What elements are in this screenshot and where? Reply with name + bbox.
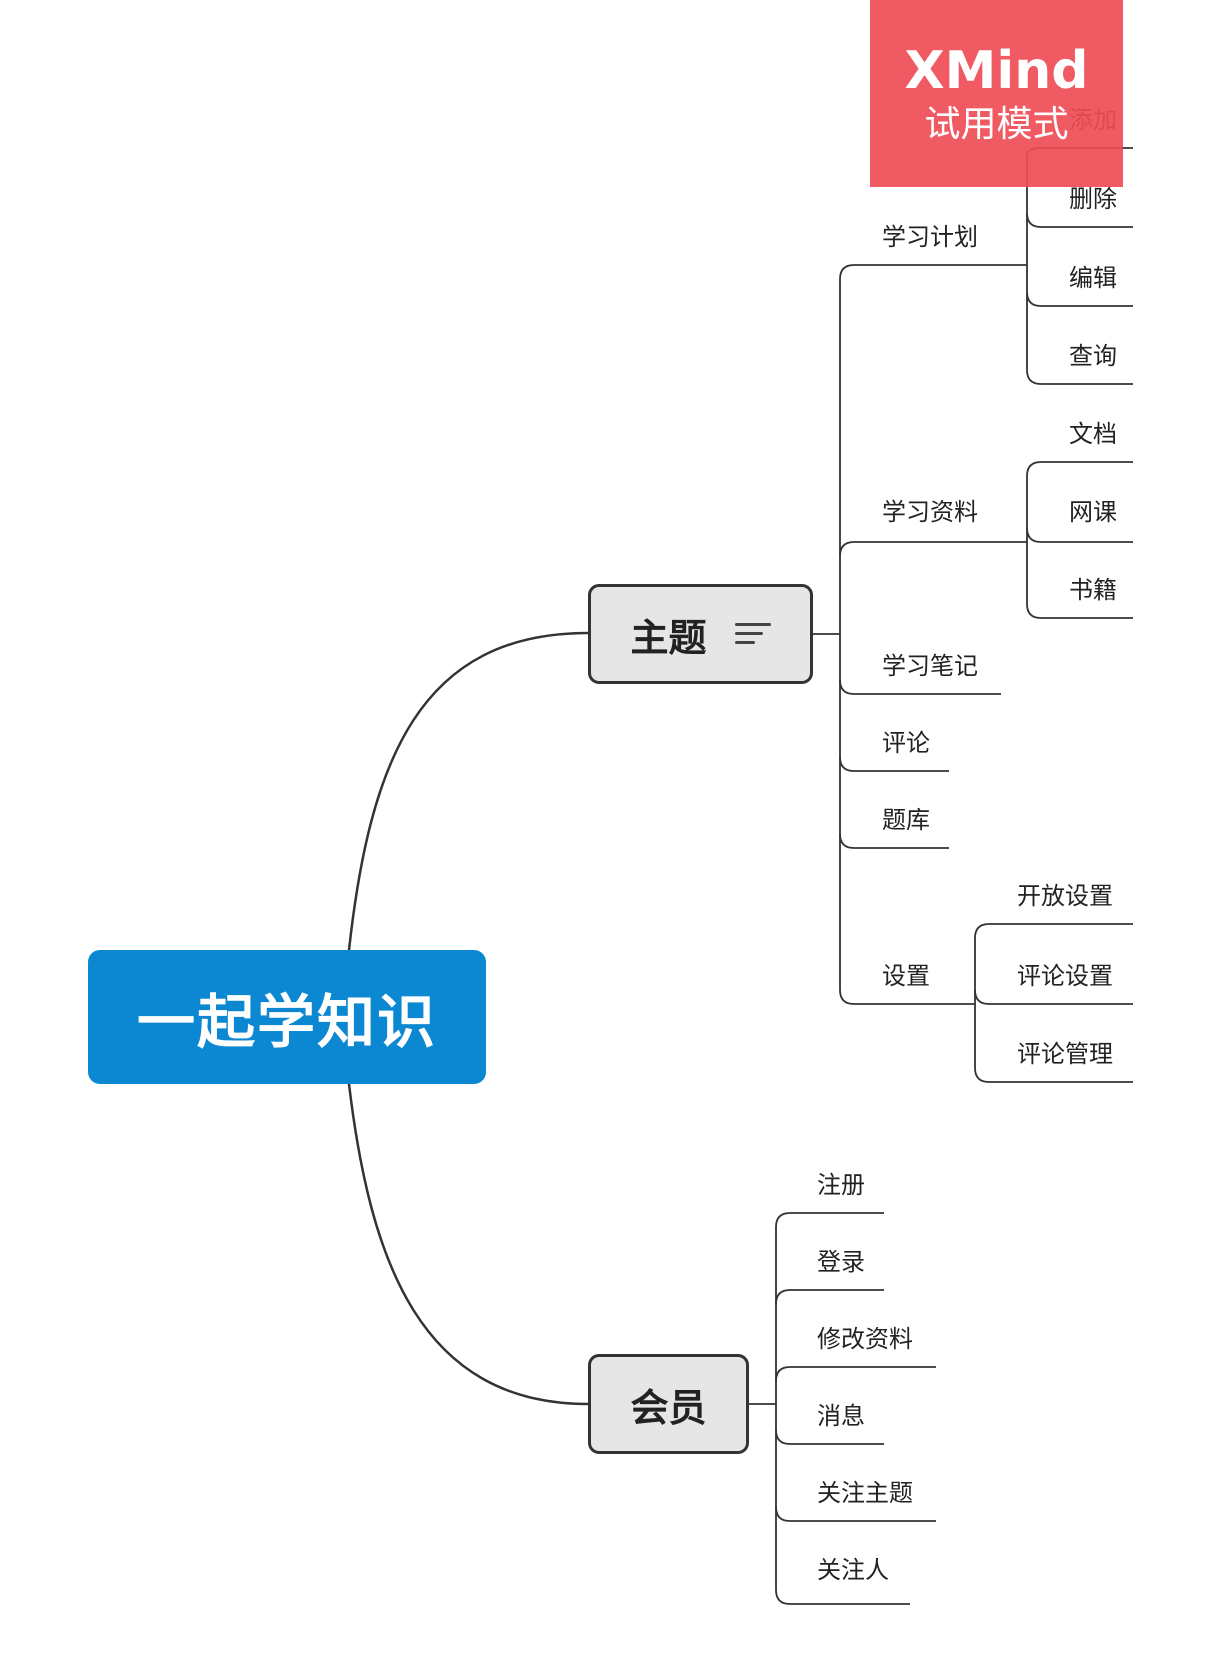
connector-member-follow-topic — [775, 1506, 936, 1522]
connector-member-edit — [775, 1366, 936, 1382]
subtopic-study-material[interactable]: 学习资料 — [882, 498, 978, 526]
member-item-message[interactable]: 消息 — [817, 1402, 865, 1430]
connector-study-notes — [839, 679, 1001, 695]
xmind-trial-watermark: XMind 试用模式 — [870, 0, 1123, 187]
watermark-subtitle: 试用模式 — [924, 103, 1069, 145]
connector-material-vertical — [1026, 476, 1042, 619]
settings-item-manage[interactable]: 评论管理 — [1017, 1040, 1113, 1068]
connector-settings-comment — [974, 989, 1133, 1005]
connector-material-course — [1026, 527, 1133, 543]
main-topic-node[interactable]: 主题 — [588, 584, 813, 684]
material-item-course[interactable]: 网课 — [1069, 498, 1117, 526]
member-item-register[interactable]: 注册 — [817, 1171, 865, 1199]
connector-member-vertical — [775, 1227, 791, 1605]
root-topic-label: 一起学知识 — [136, 988, 437, 1056]
plan-item-delete[interactable]: 删除 — [1069, 185, 1117, 213]
main-topic-label: 主题 — [630, 615, 707, 660]
connector-member-login — [775, 1289, 884, 1305]
watermark-title: XMind — [904, 40, 1089, 101]
connector-study-plan — [839, 264, 1027, 280]
connector-member-register — [775, 1212, 884, 1228]
connector-study-material — [839, 541, 1027, 557]
member-item-follow-person[interactable]: 关注人 — [817, 1556, 889, 1584]
member-topic-label: 会员 — [630, 1385, 707, 1430]
connector-material-doc — [1026, 461, 1133, 477]
notes-icon[interactable] — [734, 621, 771, 647]
connector-settings-open — [974, 923, 1133, 939]
subtopic-comments[interactable]: 评论 — [882, 729, 930, 757]
material-item-doc[interactable]: 文档 — [1069, 420, 1117, 448]
connector-question-bank — [839, 833, 949, 849]
subtopic-study-notes[interactable]: 学习笔记 — [882, 652, 978, 680]
connector-topic-vertical — [839, 279, 855, 1005]
connector-plan-edit — [1026, 291, 1133, 307]
connector-root-member — [347, 1083, 589, 1406]
connector-root-topic — [347, 631, 589, 951]
settings-item-comment[interactable]: 评论设置 — [1017, 962, 1113, 990]
plan-item-query[interactable]: 查询 — [1069, 342, 1117, 370]
connector-plan-vertical — [1026, 156, 1042, 385]
member-item-edit-profile[interactable]: 修改资料 — [817, 1325, 913, 1353]
subtopic-study-plan[interactable]: 学习计划 — [882, 223, 978, 251]
subtopic-question-bank[interactable]: 题库 — [882, 806, 930, 834]
member-topic-node[interactable]: 会员 — [588, 1354, 749, 1454]
connector-comments — [839, 756, 949, 772]
plan-item-edit[interactable]: 编辑 — [1069, 264, 1117, 292]
member-item-follow-topic[interactable]: 关注主题 — [817, 1479, 913, 1507]
connector-member-message — [775, 1429, 884, 1445]
connector-plan-delete — [1026, 212, 1133, 228]
subtopic-settings[interactable]: 设置 — [882, 962, 930, 990]
root-topic[interactable]: 一起学知识 — [88, 950, 486, 1084]
member-item-login[interactable]: 登录 — [817, 1248, 865, 1276]
connector-settings-vertical — [974, 938, 990, 1083]
settings-item-open[interactable]: 开放设置 — [1017, 882, 1113, 910]
material-item-book[interactable]: 书籍 — [1069, 576, 1117, 604]
